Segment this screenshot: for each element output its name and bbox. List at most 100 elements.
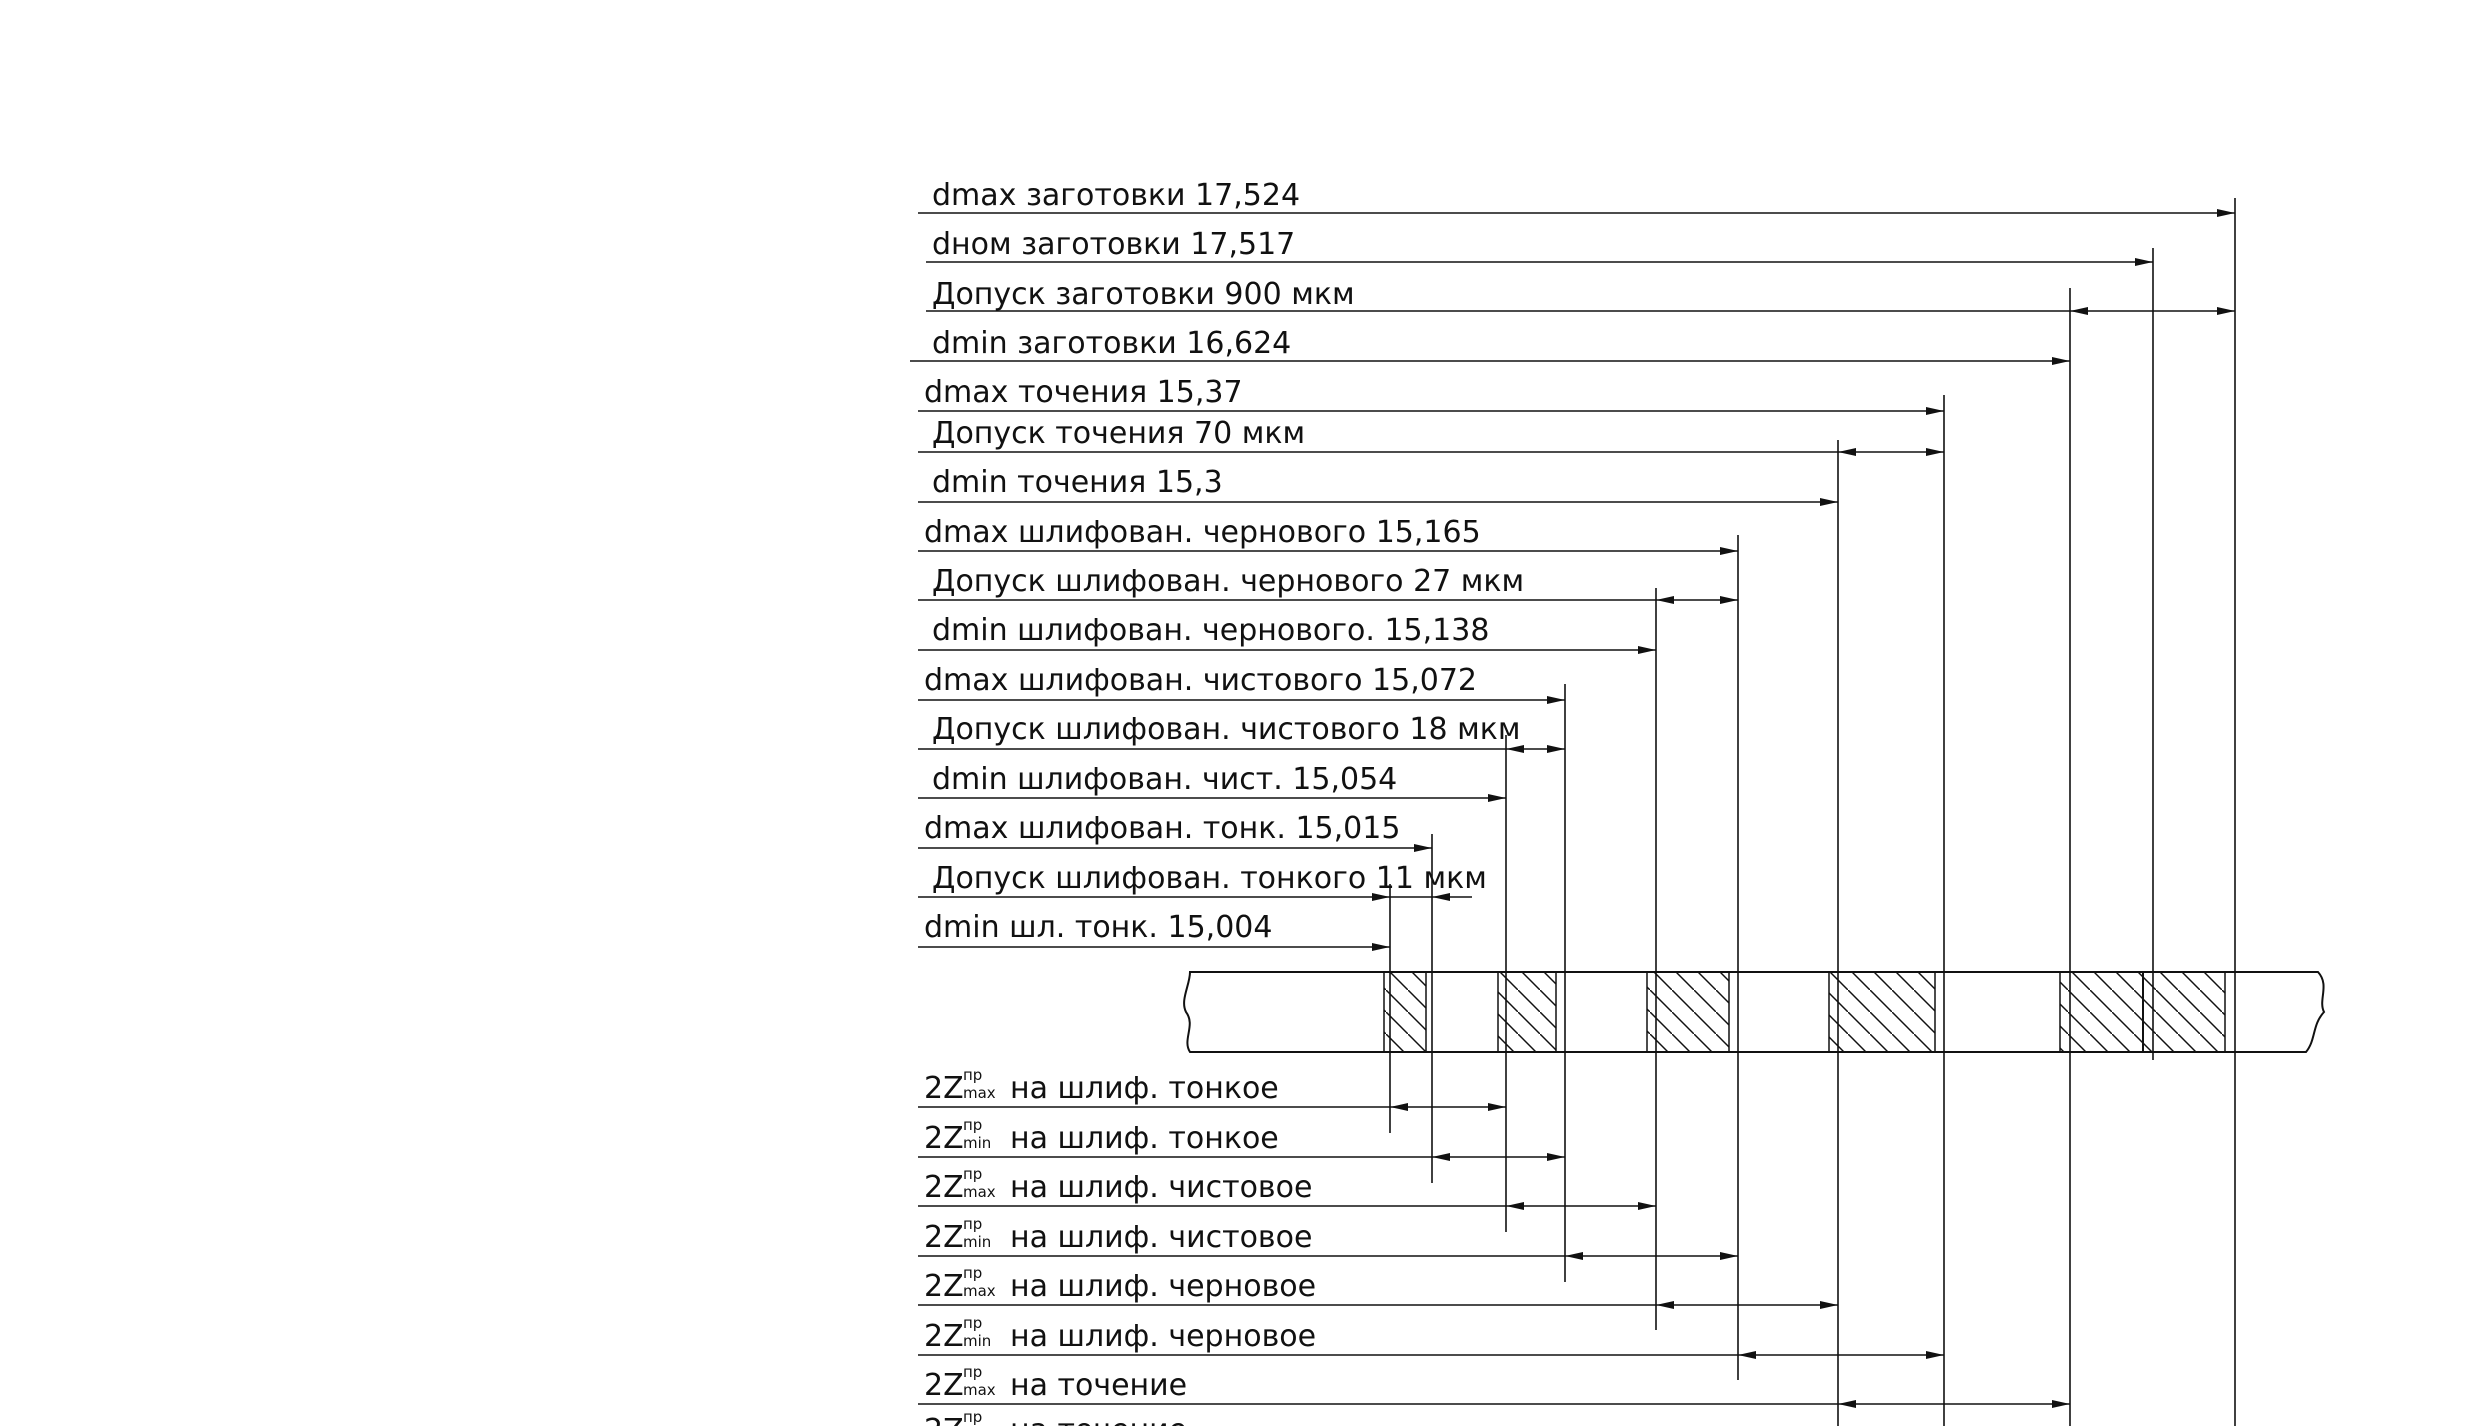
zone-fine-grinding <box>1383 971 1427 1053</box>
arrowhead <box>1738 1351 1756 1359</box>
arrowhead <box>2070 307 2088 315</box>
svg-text:2Z: 2Z <box>924 1368 964 1403</box>
zone-finish-grinding <box>1497 971 1557 1053</box>
label-finish-grind-dmin: dmin шлифован. чист. 15,054 <box>932 762 1397 797</box>
allowance-label: 2Z пр max на точение <box>924 1363 1187 1403</box>
svg-text:2Z: 2Z <box>924 1170 964 1205</box>
svg-text:2Z: 2Z <box>924 1413 964 1426</box>
allowance-label: 2Z пр max на шлиф. черновое <box>924 1264 1316 1304</box>
arrowhead <box>1926 1351 1944 1359</box>
label-finish-grind-tolerance: Допуск шлифован. чистового 18 мкм <box>932 712 1521 747</box>
svg-text:пр: пр <box>963 1408 982 1426</box>
arrowhead <box>1432 893 1450 901</box>
arrowhead <box>1926 407 1944 415</box>
label-rough-grind-tolerance: Допуск шлифован. чернового 27 мкм <box>932 564 1524 599</box>
top-labels: dmax заготовки 17,524 dном заготовки 17,… <box>924 178 1524 945</box>
svg-text:на точение: на точение <box>1010 1413 1187 1426</box>
arrowhead <box>1565 1252 1583 1260</box>
arrowhead <box>1506 745 1524 753</box>
arrowhead <box>1720 547 1738 555</box>
arrowhead <box>1547 696 1565 704</box>
arrowhead <box>1638 646 1656 654</box>
shaft-outline <box>1183 971 2326 1053</box>
allowance-label: 2Z пр max на шлиф. тонкое <box>924 1066 1279 1106</box>
svg-text:на шлиф. чистовое: на шлиф. чистовое <box>1010 1170 1312 1205</box>
arrowhead <box>1547 745 1565 753</box>
label-rough-grind-dmin: dmin шлифован. чернового. 15,138 <box>932 613 1489 648</box>
svg-text:2Z: 2Z <box>924 1220 964 1255</box>
allowance-labels: 2Z пр max на шлиф. тонкое 2Z пр min на ш… <box>924 1066 1316 1426</box>
arrowhead <box>2217 209 2235 217</box>
svg-text:max: max <box>963 1282 996 1300</box>
svg-text:на шлиф. тонкое: на шлиф. тонкое <box>1010 1121 1279 1156</box>
svg-text:пр: пр <box>963 1116 982 1134</box>
svg-text:пр: пр <box>963 1165 982 1183</box>
arrowhead <box>2052 1400 2070 1408</box>
svg-text:2Z: 2Z <box>924 1071 964 1106</box>
svg-text:на точение: на точение <box>1010 1368 1187 1403</box>
tolerance-zones <box>1383 971 2226 1053</box>
svg-text:2Z: 2Z <box>924 1269 964 1304</box>
label-blank-dmax: dmax заготовки 17,524 <box>932 178 1300 213</box>
arrowhead <box>1656 596 1674 604</box>
arrowhead <box>2217 307 2235 315</box>
svg-text:пр: пр <box>963 1314 982 1332</box>
allowance-label: 2Z пр min на точение <box>924 1408 1187 1426</box>
allowance-label: 2Z пр min на шлиф. тонкое <box>924 1116 1279 1156</box>
allowance-label: 2Z пр min на шлиф. черновое <box>924 1314 1316 1354</box>
arrowhead <box>1838 448 1856 456</box>
svg-text:max: max <box>963 1381 996 1399</box>
arrowhead <box>1372 893 1390 901</box>
arrowhead <box>1638 1202 1656 1210</box>
arrowhead <box>1926 448 1944 456</box>
allowance-label: 2Z пр max на шлиф. чистовое <box>924 1165 1312 1205</box>
arrowhead <box>1547 1153 1565 1161</box>
svg-text:max: max <box>963 1183 996 1201</box>
svg-text:max: max <box>963 1084 996 1102</box>
dimension-lines <box>910 209 2235 1408</box>
label-rough-grind-dmax: dmax шлифован. чернового 15,165 <box>924 515 1481 550</box>
svg-text:на шлиф. черновое: на шлиф. черновое <box>1010 1319 1316 1354</box>
arrowhead <box>1390 1103 1408 1111</box>
zone-turning <box>1828 971 1936 1053</box>
arrowhead <box>2135 258 2153 266</box>
label-blank-tolerance: Допуск заготовки 900 мкм <box>932 277 1355 312</box>
arrowhead <box>1820 498 1838 506</box>
label-finish-grind-dmax: dmax шлифован. чистового 15,072 <box>924 663 1477 698</box>
svg-text:пр: пр <box>963 1363 982 1381</box>
label-turning-dmax: dmax точения 15,37 <box>924 375 1243 410</box>
svg-text:на шлиф. черновое: на шлиф. черновое <box>1010 1269 1316 1304</box>
arrowhead <box>1414 844 1432 852</box>
svg-text:пр: пр <box>963 1215 982 1233</box>
arrowhead <box>1838 1400 1856 1408</box>
svg-text:пр: пр <box>963 1066 982 1084</box>
label-fine-grind-tolerance: Допуск шлифован. тонкого 11 мкм <box>932 861 1487 896</box>
svg-text:min: min <box>963 1332 991 1350</box>
label-turning-tolerance: Допуск точения 70 мкм <box>932 416 1305 451</box>
arrowhead <box>1432 1153 1450 1161</box>
svg-text:на шлиф. чистовое: на шлиф. чистовое <box>1010 1220 1312 1255</box>
extension-lines <box>1389 198 2236 1426</box>
arrowhead <box>1720 596 1738 604</box>
arrowhead <box>2052 357 2070 365</box>
allowance-label: 2Z пр min на шлиф. чистовое <box>924 1215 1312 1255</box>
arrowhead <box>1720 1252 1738 1260</box>
label-blank-dmin: dmin заготовки 16,624 <box>932 326 1291 361</box>
arrowhead <box>1488 794 1506 802</box>
label-blank-dnom: dном заготовки 17,517 <box>932 227 1295 262</box>
svg-text:на шлиф. тонкое: на шлиф. тонкое <box>1010 1071 1279 1106</box>
svg-text:min: min <box>963 1233 991 1251</box>
svg-text:2Z: 2Z <box>924 1319 964 1354</box>
arrowhead <box>1506 1202 1524 1210</box>
arrowhead <box>1820 1301 1838 1309</box>
svg-text:2Z: 2Z <box>924 1121 964 1156</box>
arrowhead <box>1656 1301 1674 1309</box>
label-fine-grind-dmax: dmax шлифован. тонк. 15,015 <box>924 811 1400 846</box>
label-fine-grind-dmin: dmin шл. тонк. 15,004 <box>924 910 1272 945</box>
zone-rough-grinding <box>1646 971 1730 1053</box>
arrowhead <box>1488 1103 1506 1111</box>
svg-text:min: min <box>963 1134 991 1152</box>
label-turning-dmin: dmin точения 15,3 <box>932 465 1223 500</box>
svg-text:пр: пр <box>963 1264 982 1282</box>
